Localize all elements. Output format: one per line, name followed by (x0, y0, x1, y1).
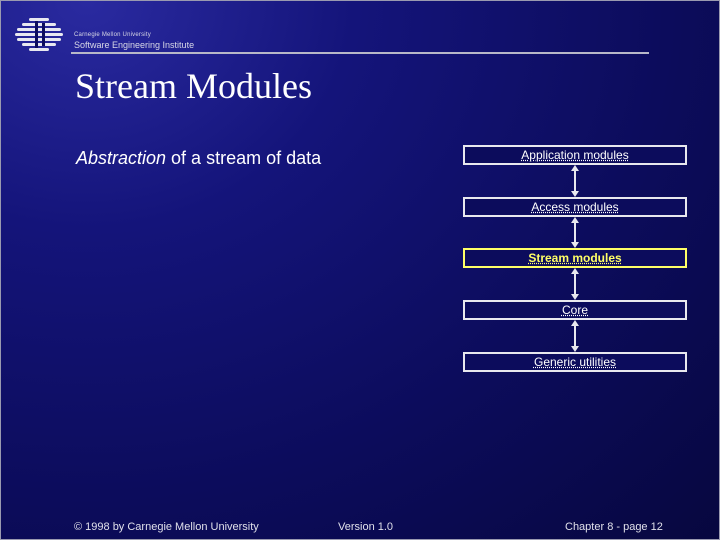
double-arrow-icon (571, 268, 579, 300)
header-divider (71, 52, 649, 54)
module-box-generic-utilities: Generic utilities (463, 352, 687, 372)
double-arrow-icon (571, 320, 579, 352)
org-name-small: Carnegie Mellon University (74, 32, 151, 38)
slide-title: Stream Modules (75, 66, 312, 106)
footer-copyright: © 1998 by Carnegie Mellon University (74, 521, 259, 533)
module-box-access: Access modules (463, 197, 687, 217)
module-label: Access modules (531, 200, 619, 214)
body-rest: of a stream of data (166, 148, 322, 168)
module-label: Core (561, 303, 588, 317)
module-label: Stream modules (528, 251, 622, 265)
footer-version: Version 1.0 (338, 521, 394, 533)
org-name-large: Software Engineering Institute (74, 40, 195, 50)
module-label: Application modules (521, 148, 629, 162)
double-arrow-icon (571, 217, 579, 248)
footer-page-number: Chapter 8 - page 12 (565, 521, 663, 533)
module-box-application: Application modules (463, 145, 687, 165)
module-label: Generic utilities (533, 355, 617, 369)
double-arrow-icon (571, 165, 579, 197)
module-box-core: Core (463, 300, 687, 320)
cmu-globe-logo-icon (15, 18, 63, 51)
module-box-stream: Stream modules (463, 248, 687, 268)
body-bullet: Abstraction of a stream of data (76, 148, 321, 169)
body-emphasis: Abstraction (76, 148, 167, 168)
